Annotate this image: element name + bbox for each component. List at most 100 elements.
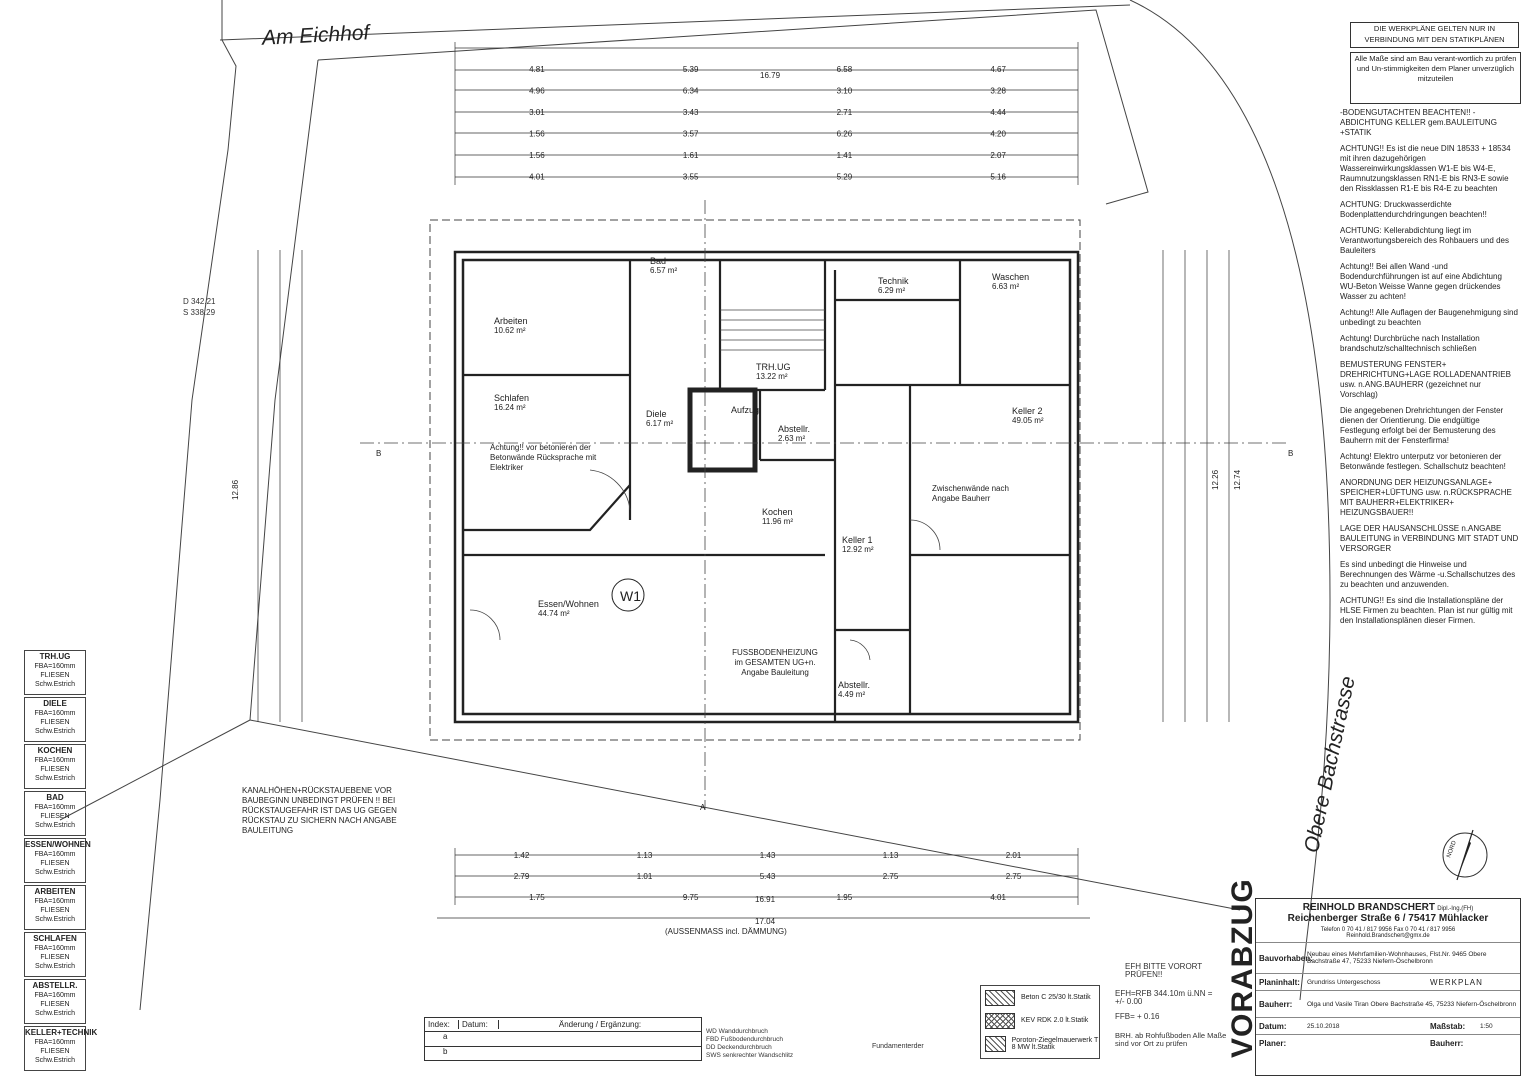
floor-finish-room: SCHLAFEN xyxy=(33,934,77,943)
company-suffix: Dipl.-Ing.(FH) xyxy=(1437,906,1474,912)
dimension-label: 3.43 xyxy=(683,108,699,117)
dimension-label: 1.56 xyxy=(529,130,545,139)
hatch-swatch-icon xyxy=(985,1035,1006,1052)
bauvorhaben-label: Bauvorhaben: xyxy=(1259,953,1313,963)
massstab-label: Maßstab: xyxy=(1430,1021,1466,1031)
floor-finish-line: Schw.Estrich xyxy=(34,1010,76,1017)
floor-finish-line: Schw.Estrich xyxy=(34,775,76,782)
construction-notes: -BODENGUTACHTEN BEACHTEN!! -ABDICHTUNG K… xyxy=(1340,108,1520,632)
dimension-label: 1.75 xyxy=(529,893,545,902)
floor-finish-line: FLIESEN xyxy=(40,1001,70,1008)
room-abstellr-2: Abstellr.4.49 m² xyxy=(838,680,871,699)
dimension-label: 3.28 xyxy=(990,87,1006,96)
dimension-label: 1.13 xyxy=(883,851,899,860)
note-item: ACHTUNG: Druckwasserdichte Bodenplattend… xyxy=(1340,200,1487,219)
floor-finish-line: FBA=160mm xyxy=(34,898,76,905)
notice-box: DIE WERKPLÄNE GELTEN NUR IN VERBINDUNG M… xyxy=(1350,22,1519,48)
floor-finish-line: FLIESEN xyxy=(40,813,70,820)
floor-finish-line: FLIESEN xyxy=(40,860,70,867)
left-total: 12.86 xyxy=(231,479,240,500)
wall-legend-item: SWS senkrechter Wandschlitz xyxy=(706,1052,794,1059)
efh-values: EFH=RFB 344.10m ü.NN = +/- 0.00 xyxy=(1115,989,1213,1006)
total-dim: 17.04 xyxy=(755,917,776,926)
wall-legend-item: WD Wanddurchbruch xyxy=(706,1028,768,1035)
dimension-label: 1.01 xyxy=(637,872,653,881)
dimension-label: 1.43 xyxy=(760,851,776,860)
floor-finish-line: Schw.Estrich xyxy=(34,869,76,876)
index-row-a: a xyxy=(425,1032,701,1047)
dimension-label: 3.10 xyxy=(837,87,853,96)
floor-finish-line: FBA=160mm xyxy=(34,992,76,999)
bottom-total-dim: 16.91 xyxy=(755,895,776,904)
floor-finish-line: FBA=160mm xyxy=(34,804,76,811)
brh-note: BRH. ab Rohfußboden Alle Maße sind vor O… xyxy=(1115,1031,1227,1048)
zwischenwaende-note: Zwischenwände nach Angabe Bauherr xyxy=(932,484,1009,503)
note-item: Die angegebenen Drehrichtungen der Fenst… xyxy=(1340,406,1504,445)
dimension-label: 4.44 xyxy=(990,108,1006,117)
note-item: Achtung! Durchbrüche nach Installation b… xyxy=(1340,334,1480,353)
dimension-label: 1.56 xyxy=(529,151,545,160)
notice-line-2: VERBINDUNG MIT DEN STATIKPLÄNEN xyxy=(1364,35,1505,44)
dimension-label: 4.01 xyxy=(990,893,1006,902)
floor-finish-line: Schw.Estrich xyxy=(34,916,76,923)
legend-item: KEV RDK 2.0 lt.Statik xyxy=(981,1009,1099,1032)
floor-finish-line: FBA=160mm xyxy=(34,663,76,670)
bauvorhaben-value: Neubau eines Mehrfamilien-Wohnhauses, Fl… xyxy=(1307,951,1487,965)
dimension-label: 1.13 xyxy=(637,851,653,860)
right-total-2: 12.74 xyxy=(1233,469,1242,490)
revision-index-table: Index: Datum: Änderung / Ergänzung: a b xyxy=(424,1017,702,1061)
dimension-label: 3.57 xyxy=(683,130,699,139)
massstab-value: 1:50 xyxy=(1480,1022,1493,1030)
dimension-label: 6.58 xyxy=(837,65,853,74)
floor-finish-line: FLIESEN xyxy=(40,954,70,961)
dimension-label: 4.81 xyxy=(529,65,545,74)
floor-finish-line: Schw.Estrich xyxy=(34,681,76,688)
legend-label: KEV RDK 2.0 lt.Statik xyxy=(1021,1017,1089,1024)
dimension-label: 1.42 xyxy=(514,851,530,860)
company-phone: Telefon 0 70 41 / 817 9956 Fax 0 70 41 /… xyxy=(1320,927,1456,933)
floor-finish-room: BAD xyxy=(46,793,64,802)
floor-finish-line: FBA=160mm xyxy=(34,851,76,858)
room-aufzug: Aufzug xyxy=(731,405,760,415)
bauherr-label: Bauherr: xyxy=(1259,999,1293,1009)
dimension-label: 4.96 xyxy=(529,87,545,96)
floor-finish-room: ESSEN/WOHNEN xyxy=(25,840,91,849)
dimension-label: 5.29 xyxy=(837,173,853,182)
fundament-label: Fundamenterder xyxy=(872,1043,924,1050)
section-b-right: B xyxy=(1288,449,1293,458)
index-col: Index: xyxy=(428,1020,450,1029)
floor-finish-line: FLIESEN xyxy=(40,907,70,914)
floor-finish-line: FBA=160mm xyxy=(34,710,76,717)
note-item: ACHTUNG!! Es sind die Installationspläne… xyxy=(1340,596,1513,625)
datum-value: 25.10.2018 xyxy=(1307,1022,1340,1030)
floor-finish-line: FBA=160mm xyxy=(34,945,76,952)
dimension-label: 1.41 xyxy=(837,151,853,160)
floor-finish-line: FBA=160mm xyxy=(34,1039,76,1046)
legend-label: Poroton-Ziegelmauerwerk T 8 MW lt.Statik xyxy=(1011,1036,1099,1051)
datum-col: Datum: xyxy=(458,1020,498,1029)
floor-finish-room: ABSTELLR. xyxy=(32,981,78,990)
w1-label: W1 xyxy=(620,588,641,604)
dimension-label: 6.34 xyxy=(683,87,699,96)
planinhalt-label: Planinhalt: xyxy=(1259,977,1300,987)
wall-legend-item: FBD Fußbodendurchbruch xyxy=(706,1036,783,1043)
bauherr-value: Olga und Vasile Tiran Obere Bachstraße 4… xyxy=(1307,1000,1517,1008)
title-block: REINHOLD BRANDSCHERT Dipl.-Ing.(FH) Reic… xyxy=(1255,898,1521,1076)
floor-finish-line: Schw.Estrich xyxy=(34,963,76,970)
dimension-label: 2.75 xyxy=(1006,872,1022,881)
